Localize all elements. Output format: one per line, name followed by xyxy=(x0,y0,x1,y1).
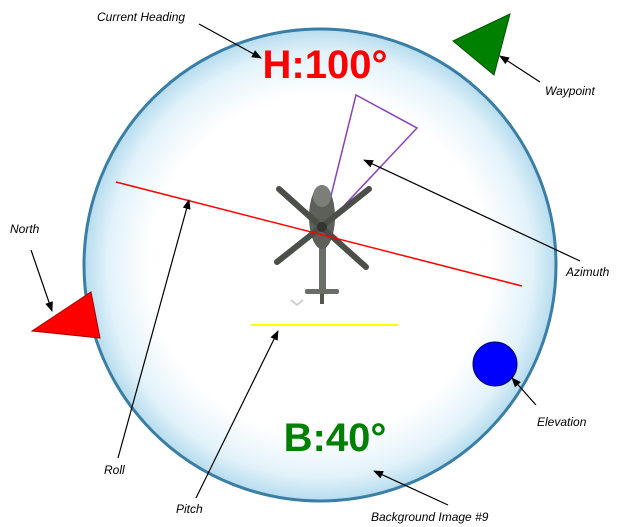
label-waypoint: Waypoint xyxy=(545,84,595,98)
background-image-arrow xyxy=(373,470,449,506)
label-azimuth: Azimuth xyxy=(565,265,610,279)
label-north: North xyxy=(10,222,40,236)
helicopter-top-view-icon xyxy=(274,185,372,307)
label-roll: Roll xyxy=(104,463,125,477)
label-pitch: Pitch xyxy=(176,502,203,516)
azimuth-arrow xyxy=(363,159,581,262)
heading-readout: H:100° xyxy=(263,43,388,87)
annotation-arrows xyxy=(30,23,581,506)
pitch-arrow xyxy=(195,330,279,499)
waypoint-marker-icon xyxy=(452,13,511,76)
label-current-heading: Current Heading xyxy=(97,10,185,24)
label-background-image: Background Image #9 xyxy=(371,510,489,524)
azimuth-wedge xyxy=(321,93,419,231)
dial-ring xyxy=(82,27,558,503)
current-heading-arrow xyxy=(198,23,262,59)
roll-arrow xyxy=(117,199,191,459)
label-elevation: Elevation xyxy=(537,415,587,429)
elevation-marker-icon xyxy=(472,341,518,387)
north-arrow xyxy=(30,249,53,312)
waypoint-arrow xyxy=(499,55,541,83)
north-marker-icon xyxy=(30,291,101,339)
bearing-readout: B:40° xyxy=(284,416,387,460)
elevation-arrow xyxy=(511,377,537,406)
